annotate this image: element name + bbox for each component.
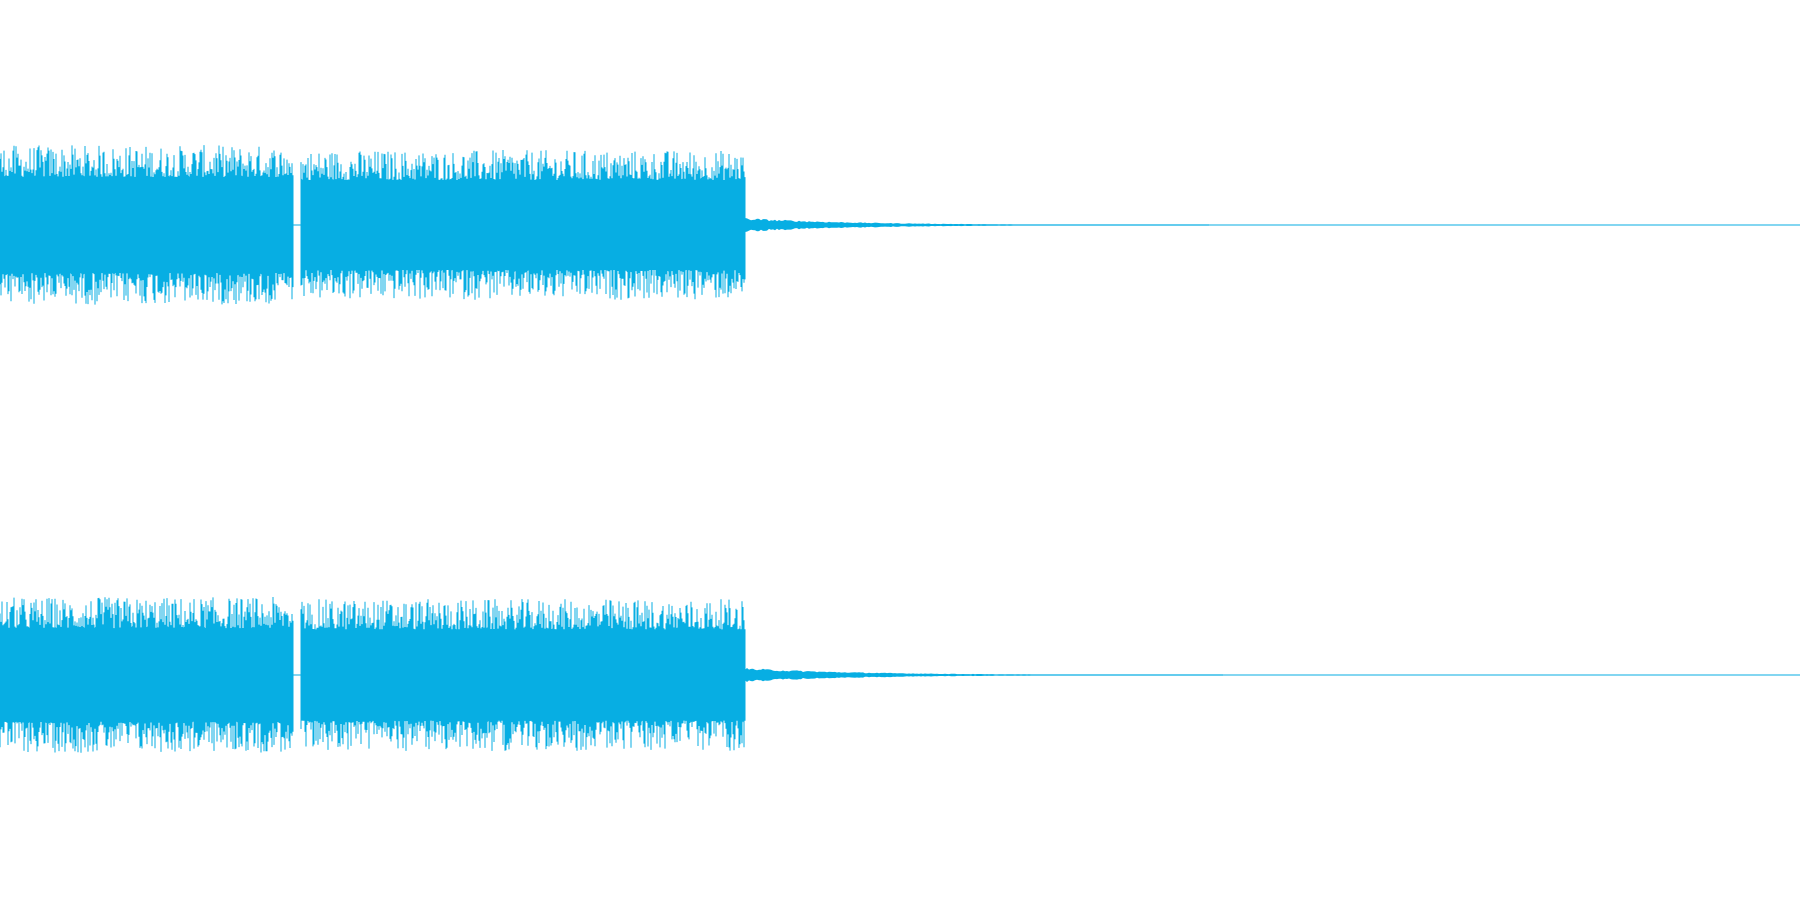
channel-bottom-waveform — [0, 597, 1800, 753]
waveform-segment-peaks — [0, 145, 294, 305]
channel-top-waveform — [0, 145, 1800, 305]
waveform-segment-peaks — [300, 150, 746, 300]
waveform-tail — [745, 218, 1209, 232]
waveform-segment-peaks — [0, 597, 294, 753]
waveform-segment-peaks — [300, 599, 746, 751]
waveform-tail — [745, 668, 1223, 682]
